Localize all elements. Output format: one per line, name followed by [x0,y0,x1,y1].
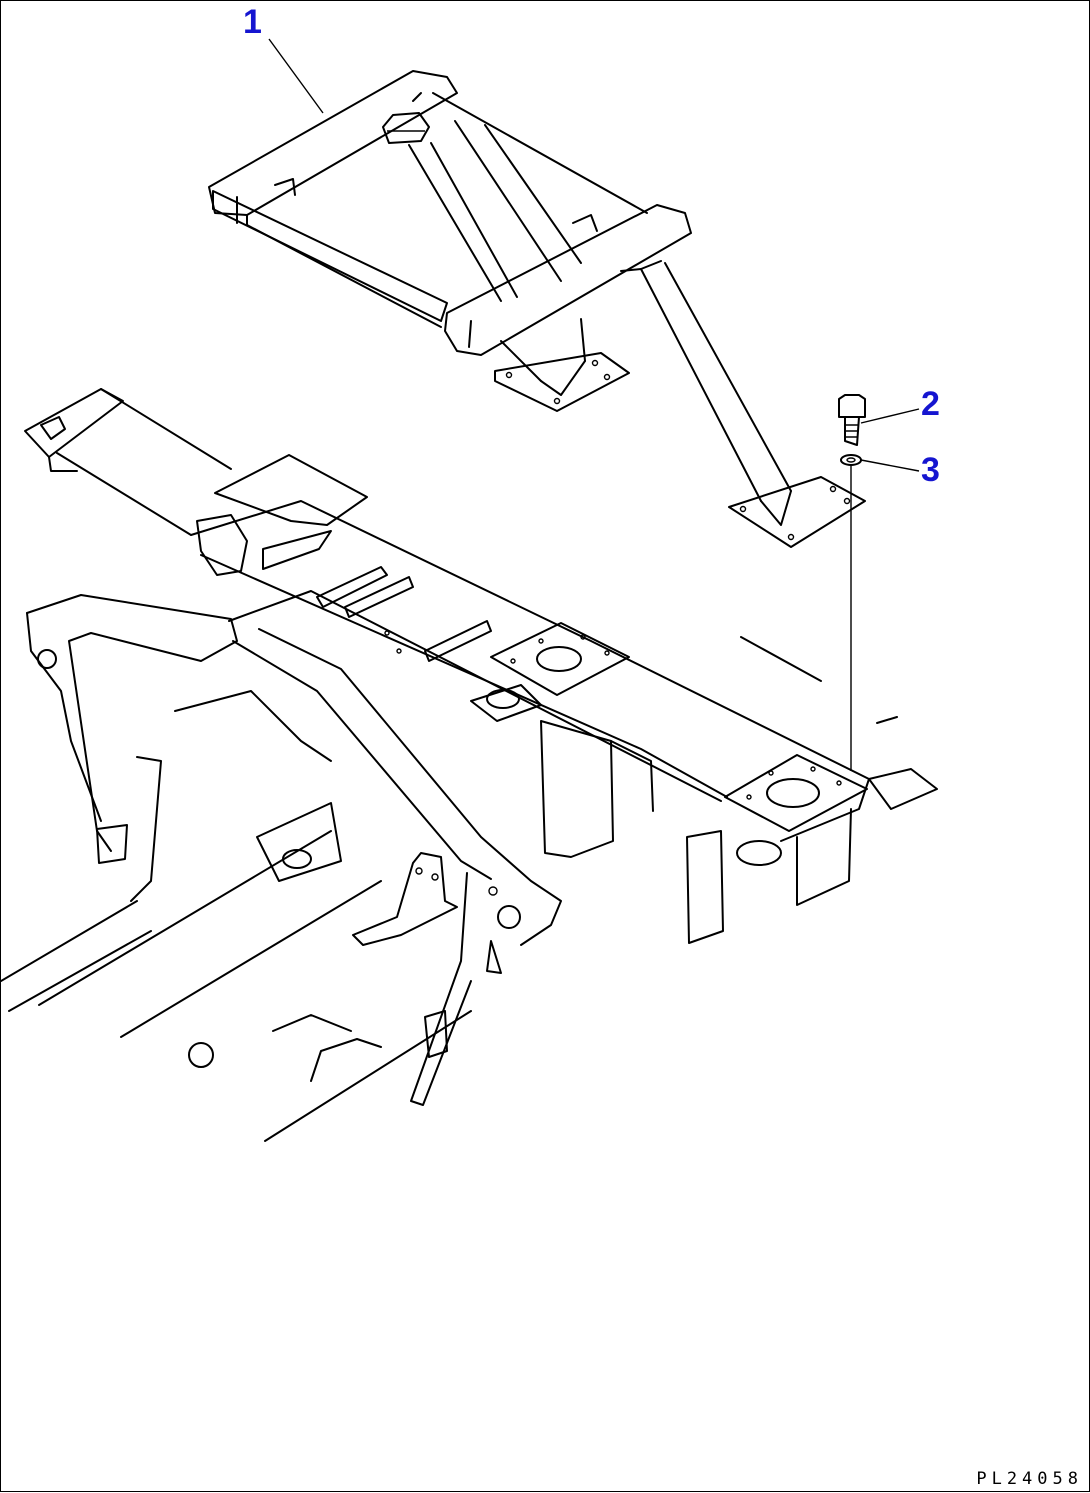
guard-frame-part-1 [208,70,866,548]
leader-line-2 [860,408,920,424]
drawing-code: PL24058 [976,1469,1083,1489]
leader-line-1 [268,38,324,114]
callout-label-1: 1 [243,3,262,41]
washer-part-3 [840,454,862,466]
leader-line-3 [860,459,920,472]
main-frame [1,388,938,1142]
bolt-part-2 [838,394,866,446]
callout-label-2: 2 [921,385,940,423]
callout-label-3: 3 [921,451,940,489]
